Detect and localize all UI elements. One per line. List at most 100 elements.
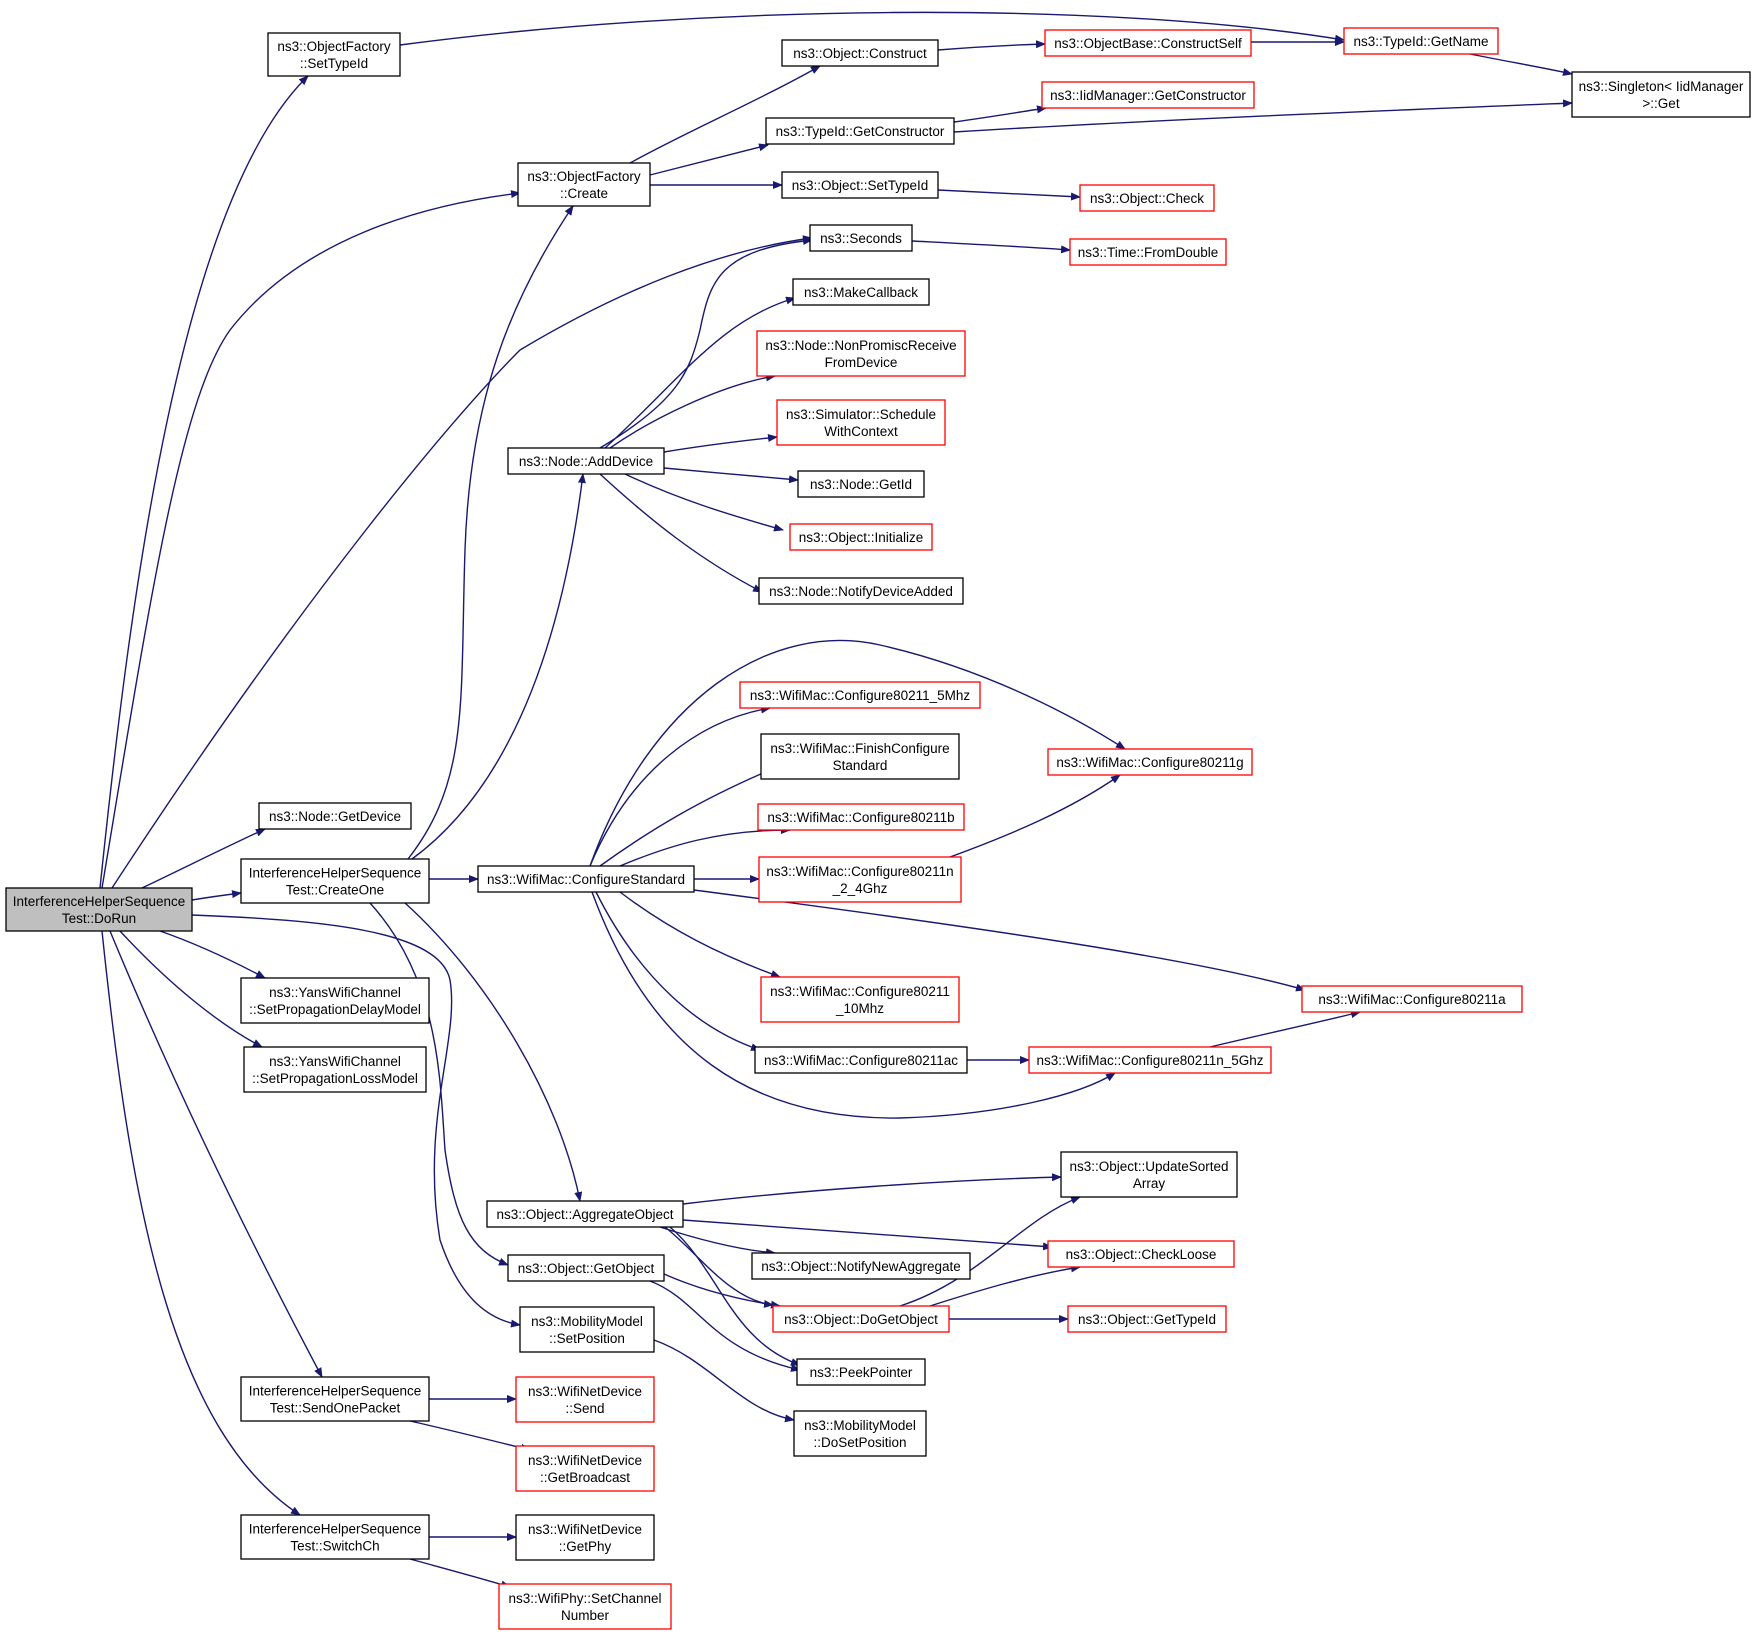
node-label-line: _10Mhz xyxy=(835,1001,884,1016)
node-wm-5mhz[interactable]: ns3::WifiMac::Configure80211_5Mhz xyxy=(739,681,981,709)
edge-wm_configurestandard-to-wm_80211a xyxy=(693,889,1306,992)
node-singleton-get[interactable]: ns3::Singleton< IidManager>::Get xyxy=(1571,71,1751,118)
node-wm-80211g[interactable]: ns3::WifiMac::Configure80211g xyxy=(1047,748,1253,776)
node-box xyxy=(519,1306,655,1353)
node-box xyxy=(758,856,962,903)
node-box xyxy=(1060,1151,1238,1198)
node-box xyxy=(1047,1240,1235,1268)
node-box xyxy=(498,1583,672,1630)
node-peekpointer[interactable]: ns3::PeekPointer xyxy=(796,1358,926,1386)
node-label-line: ::SetPropagationLossModel xyxy=(252,1071,418,1086)
node-node-adddevice[interactable]: ns3::Node::AddDevice xyxy=(507,447,665,475)
edge-obj_aggregate-to-obj_dogetobject xyxy=(664,1226,774,1308)
node-wnd-getphy[interactable]: ns3::WifiNetDevice::GetPhy xyxy=(515,1514,655,1561)
edge-obj_dogetobject-to-obj_checkloose xyxy=(929,1264,1081,1307)
node-label-line: ns3::Seconds xyxy=(820,231,902,246)
edge-createone-to-of_create xyxy=(407,205,574,860)
node-label-line: ns3::PeekPointer xyxy=(810,1365,913,1380)
node-sendonepacket[interactable]: InterferenceHelperSequenceTest::SendOneP… xyxy=(240,1376,430,1422)
node-label-line: ns3::Simulator::Schedule xyxy=(786,407,936,422)
node-label-line: ns3::Object::GetTypeId xyxy=(1078,1312,1216,1327)
node-typeid-getconstructor[interactable]: ns3::TypeId::GetConstructor xyxy=(765,117,955,145)
edge-typeid_getconstructor-to-singleton_get xyxy=(953,99,1573,133)
edge-node_adddevice-to-node_getid xyxy=(663,467,799,484)
node-of-settypeid[interactable]: ns3::ObjectFactory::SetTypeId xyxy=(267,32,401,77)
node-box xyxy=(1041,81,1255,109)
node-makecallback[interactable]: ns3::MakeCallback xyxy=(792,278,930,306)
node-obj-aggregate[interactable]: ns3::Object::AggregateObject xyxy=(486,1200,684,1228)
node-obj-checkloose[interactable]: ns3::Object::CheckLoose xyxy=(1047,1240,1235,1268)
edge-wm_80211n_24-to-wm_80211g xyxy=(949,774,1121,858)
node-box xyxy=(1343,27,1499,55)
node-yans-loss[interactable]: ns3::YansWifiChannel::SetPropagationLoss… xyxy=(243,1046,427,1093)
node-mm-dosetposition[interactable]: ns3::MobilityModel::DoSetPosition xyxy=(793,1410,927,1457)
node-label-line: ns3::TypeId::GetConstructor xyxy=(776,124,945,139)
node-label-line: ns3::Node::NotifyDeviceAdded xyxy=(769,584,953,599)
node-yans-delay[interactable]: ns3::YansWifiChannel::SetPropagationDela… xyxy=(240,977,430,1024)
node-iid-getconstructor[interactable]: ns3::IidManager::GetConstructor xyxy=(1041,81,1255,109)
edge-of_create-to-obj_construct xyxy=(629,65,821,164)
node-wm-80211n-5[interactable]: ns3::WifiMac::Configure80211n_5Ghz xyxy=(1028,1046,1272,1074)
node-obj-getobject[interactable]: ns3::Object::GetObject xyxy=(507,1254,665,1282)
node-label-line: ns3::TypeId::GetName xyxy=(1353,34,1488,49)
edge-obj_aggregate-to-obj_updatesorted xyxy=(682,1173,1062,1205)
node-time-fromdouble[interactable]: ns3::Time::FromDouble xyxy=(1069,238,1227,266)
edge-dorun-to-sendonepacket xyxy=(109,930,323,1378)
edge-of_settypeid-to-typeid_getname xyxy=(399,11,1345,46)
node-node-getid[interactable]: ns3::Node::GetId xyxy=(797,470,925,498)
node-label-line: ns3::WifiMac::FinishConfigure xyxy=(770,741,949,756)
node-wm-80211b[interactable]: ns3::WifiMac::Configure80211b xyxy=(757,803,965,831)
node-wm-80211n-24[interactable]: ns3::WifiMac::Configure80211n_2_4Ghz xyxy=(758,856,962,903)
node-of-create[interactable]: ns3::ObjectFactory::Create xyxy=(517,162,651,207)
node-label-line: ns3::Object::GetObject xyxy=(518,1261,655,1276)
node-objbase-constructself[interactable]: ns3::ObjectBase::ConstructSelf xyxy=(1044,29,1252,57)
node-obj-dogetobject[interactable]: ns3::Object::DoGetObject xyxy=(772,1305,950,1333)
node-box xyxy=(517,162,651,207)
edge-obj_getobject-to-peekpointer xyxy=(649,1280,801,1372)
node-node-getdevice[interactable]: ns3::Node::GetDevice xyxy=(258,802,412,830)
node-label-line: ns3::WifiMac::Configure80211ac xyxy=(764,1053,958,1068)
node-obj-notifynewaggregate[interactable]: ns3::Object::NotifyNewAggregate xyxy=(751,1252,971,1280)
edge-node_adddevice-to-node_notifydeviceadded xyxy=(599,473,763,593)
edge-obj_aggregate-to-peekpointer xyxy=(669,1226,801,1366)
node-wm-10mhz[interactable]: ns3::WifiMac::Configure80211_10Mhz xyxy=(760,976,960,1023)
edge-obj_settypeid-to-obj_check xyxy=(937,189,1081,201)
node-typeid-getname[interactable]: ns3::TypeId::GetName xyxy=(1343,27,1499,55)
node-box xyxy=(515,1514,655,1561)
node-obj-settypeid[interactable]: ns3::Object::SetTypeId xyxy=(781,171,939,199)
node-obj-check[interactable]: ns3::Object::Check xyxy=(1079,184,1215,212)
node-label-line: ns3::Node::NonPromiscReceive xyxy=(765,338,956,353)
node-wnd-getbroadcast[interactable]: ns3::WifiNetDevice::GetBroadcast xyxy=(515,1445,655,1492)
node-wm-configurestandard[interactable]: ns3::WifiMac::ConfigureStandard xyxy=(477,865,695,893)
node-label-line: ns3::Object::UpdateSorted xyxy=(1069,1159,1228,1174)
node-box xyxy=(243,1046,427,1093)
node-box xyxy=(781,39,939,67)
node-wnd-send[interactable]: ns3::WifiNetDevice::Send xyxy=(515,1376,655,1423)
edge-wm_configurestandard-to-wm_80211ac xyxy=(595,891,761,1051)
node-obj-gettypeid[interactable]: ns3::Object::GetTypeId xyxy=(1067,1305,1227,1333)
node-obj-initialize[interactable]: ns3::Object::Initialize xyxy=(789,523,933,551)
node-createone[interactable]: InterferenceHelperSequenceTest::CreateOn… xyxy=(240,858,430,904)
node-mm-setposition[interactable]: ns3::MobilityModel::SetPosition xyxy=(519,1306,655,1353)
edge-sendonepacket-to-wnd_getbroadcast xyxy=(409,1420,531,1452)
node-seconds[interactable]: ns3::Seconds xyxy=(809,224,913,252)
node-box xyxy=(486,1200,684,1228)
node-node-notifydeviceadded[interactable]: ns3::Node::NotifyDeviceAdded xyxy=(758,577,964,605)
node-wm-80211ac[interactable]: ns3::WifiMac::Configure80211ac xyxy=(754,1046,968,1074)
node-box xyxy=(477,865,695,893)
edge-obj_getobject-to-obj_dogetobject xyxy=(663,1273,781,1309)
node-box xyxy=(240,1376,430,1422)
node-box xyxy=(797,470,925,498)
node-label-line: ns3::ObjectFactory xyxy=(277,39,391,54)
node-obj-construct[interactable]: ns3::Object::Construct xyxy=(781,39,939,67)
edge-dorun-to-yans_loss xyxy=(119,930,263,1048)
edge-dorun-to-node_getdevice xyxy=(141,828,266,889)
node-wm-80211a[interactable]: ns3::WifiMac::Configure80211a xyxy=(1301,985,1523,1013)
